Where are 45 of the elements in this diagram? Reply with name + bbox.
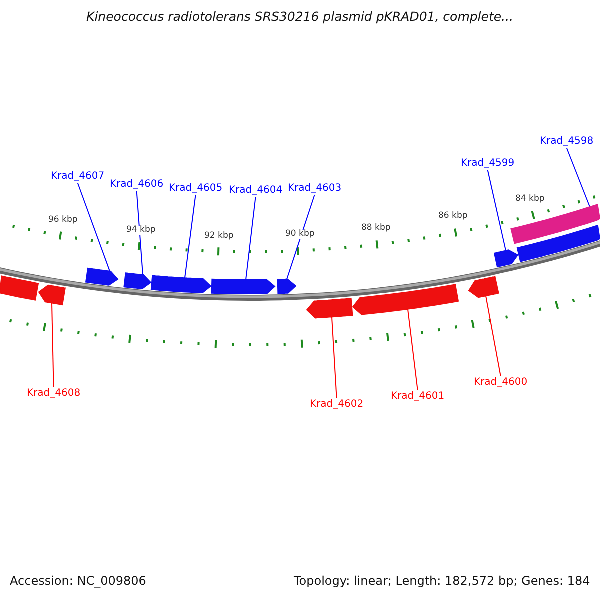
leader-line [286, 194, 316, 280]
gene-feature [150, 275, 212, 294]
footer-text: Topology: linear; Length: 182,572 bp; Genes: 184 [294, 575, 590, 588]
gene-label: Krad_4602 [310, 399, 364, 410]
leader-line [184, 194, 196, 279]
leader-line [486, 296, 502, 376]
gene-label: Krad_4606 [110, 179, 164, 190]
gene-feature [510, 204, 600, 244]
leader-line [566, 148, 590, 208]
gene-label: Krad_4603 [288, 183, 342, 194]
gene-feature [306, 298, 354, 319]
gene-feature [352, 284, 460, 316]
gene-feature [468, 276, 500, 298]
gene-feature [494, 250, 519, 268]
gene-label: Krad_4605 [169, 183, 223, 194]
gene-feature [516, 224, 600, 262]
gene-label: Krad_4601 [391, 391, 445, 402]
scale-label: 86 kbp [438, 212, 468, 222]
leader-line [52, 302, 54, 388]
scale-label: 92 kbp [204, 232, 234, 242]
scale-label: 84 kbp [516, 195, 545, 204]
leader-line [487, 170, 506, 252]
gene-label: Krad_4599 [461, 158, 515, 169]
scale-label: 94 kbp [126, 226, 156, 236]
gene-feature [0, 276, 40, 301]
scale-label: 90 kbp [286, 230, 315, 240]
scale-label: 88 kbp [362, 224, 391, 234]
gene-label: Krad_4598 [540, 136, 594, 147]
leader-line [332, 316, 338, 398]
title: Kineococcus radiotolerans SRS30216 plasmid pKRAD01, complete... [86, 9, 514, 24]
footer-text: Accession: NC_009806 [10, 575, 146, 588]
gene-feature [124, 272, 152, 290]
gene-feature [38, 284, 66, 306]
gene-label: Krad_4607 [51, 171, 105, 182]
gene-label: Krad_4604 [229, 185, 283, 196]
leader-line [77, 182, 110, 272]
leader-line [136, 190, 144, 276]
gene-feature [85, 268, 119, 286]
gene-feature [277, 278, 297, 294]
gene-label: Krad_4608 [27, 388, 81, 399]
gene-label: Krad_4600 [474, 377, 528, 388]
leader-line [246, 196, 256, 280]
scale-label: 96 kbp [48, 216, 78, 226]
leader-line [408, 308, 418, 390]
gene-feature [211, 278, 276, 294]
